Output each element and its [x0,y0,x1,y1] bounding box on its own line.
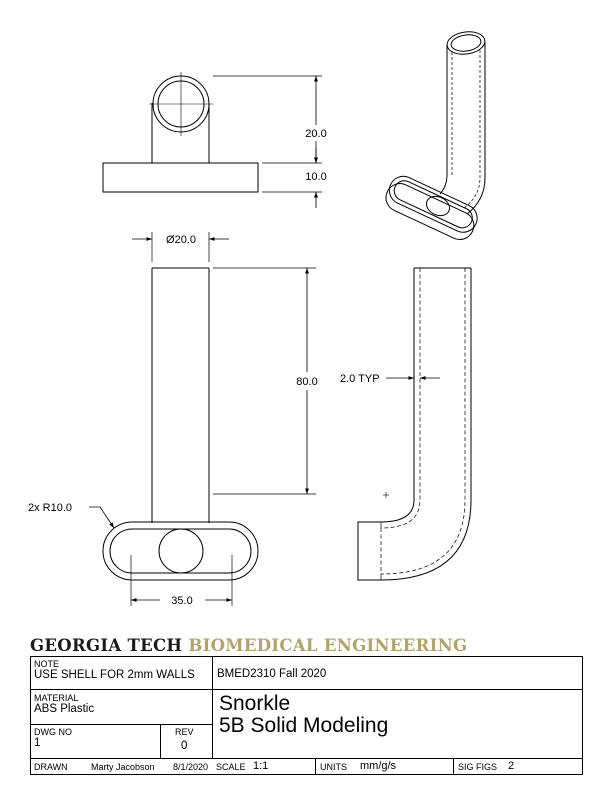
rev-value: 0 [181,740,188,752]
units-label: UNITS [320,762,347,772]
side-view-outline [357,268,472,581]
dim-height-top: 20.0 [305,128,326,140]
dim-width: 35.0 [171,595,192,607]
iso-tube-opening-inner [450,34,482,52]
department-name: BIOMEDICAL ENGINEERING [188,636,468,655]
top-view [102,72,322,208]
drawn-by: Marty Jacobson [91,762,155,772]
course-name: BMED2310 Fall 2020 [217,668,327,680]
scale-value: 1:1 [253,760,269,772]
rev-label: REV [175,727,194,737]
dwg-no-label: DWG NO [34,727,72,737]
title-block: NOTE USE SHELL FOR 2mm WALLS BMED2310 Fa… [30,656,583,775]
side-view [357,267,472,581]
drawing-title-line1: Snorkle [219,692,291,715]
dim-wall-thickness: 2.0 TYP [340,373,380,385]
iso-base-outline [385,175,478,240]
scale-label: SCALE [216,762,246,772]
drawing-title-line2: 5B Solid Modeling [219,714,389,737]
dwg-no-cell: DWG NO 1 [34,727,154,750]
drawing-sheet: 20.0 10.0 [28,31,486,607]
drawing-title-cell: Snorkle 5B Solid Modeling [219,693,579,738]
sig-figs-value: 2 [508,760,515,772]
top-view-base [102,162,259,193]
material-cell: MATERIAL ABS Plastic [34,693,210,716]
isometric-view [385,31,486,240]
dim-diameter: Ø20.0 [166,234,196,246]
front-view-tube-circle [158,528,204,574]
front-view [89,232,316,606]
dim-base-thickness: 10.0 [305,171,326,183]
note-label: NOTE [34,659,60,669]
dim-radius: 2x R10.0 [28,502,72,514]
material-value: ABS Plastic [34,703,95,715]
note-cell: NOTE USE SHELL FOR 2mm WALLS [34,659,210,682]
material-label: MATERIAL [34,693,79,703]
iso-tube-right-edge [466,42,486,215]
note-value: USE SHELL FOR 2mm WALLS [34,669,195,681]
units-value: mm/g/s [360,760,397,772]
institution-name: GEORGIA TECH [30,636,183,655]
drawn-label: DRAWN [34,762,68,772]
sig-figs-label: SIG FIGS [458,762,498,772]
iso-tube-left-edge [439,45,448,195]
dwg-no-value: 1 [34,737,41,749]
rev-cell: REV 0 [163,727,211,753]
course-cell: BMED2310 Fall 2020 [217,668,326,681]
front-view-base-outer [102,521,259,581]
drawn-date: 8/1/2020 [173,762,209,772]
institution-banner: GEORGIA TECH BIOMEDICAL ENGINEERING [30,636,467,655]
dim-length: 80.0 [296,376,317,388]
